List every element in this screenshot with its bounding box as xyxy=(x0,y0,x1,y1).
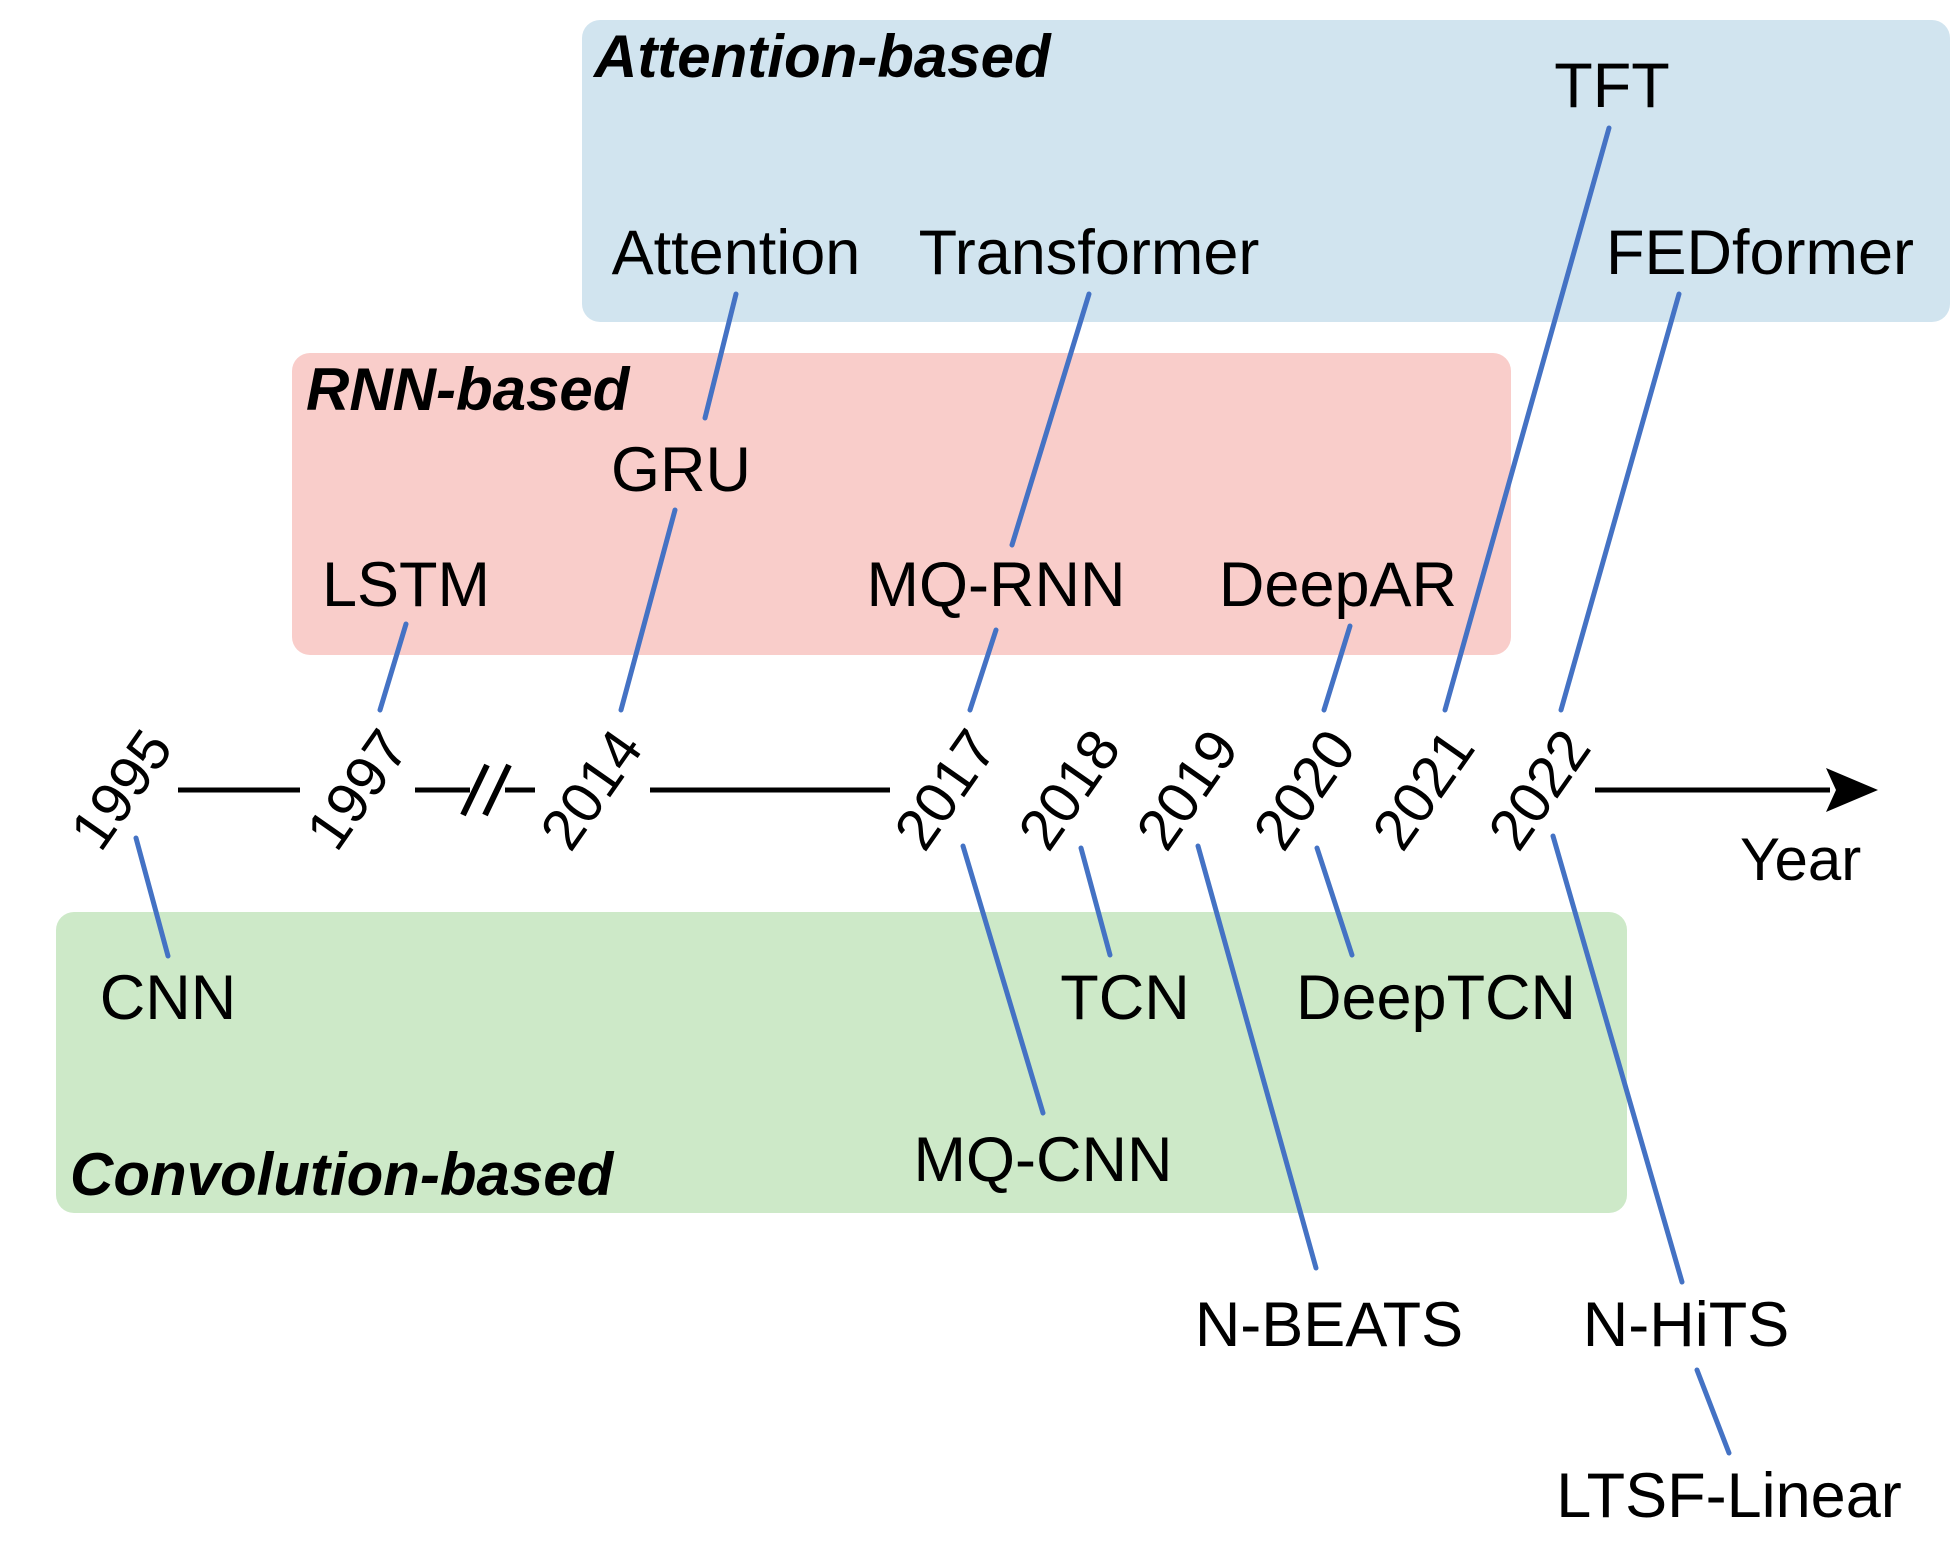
axis-break-mark-1 xyxy=(460,763,490,817)
connector-fedformer xyxy=(1558,291,1682,713)
model-fedformer: FEDformer xyxy=(1605,218,1915,288)
connector-n-beats xyxy=(1195,843,1319,1271)
connector-n-hits xyxy=(1550,833,1685,1285)
attention-based-region xyxy=(582,20,1950,322)
connector-gru xyxy=(618,507,678,713)
year-axis xyxy=(178,763,1878,817)
rnn-based-title: RNN-based xyxy=(306,356,630,423)
model-tft: TFT xyxy=(1554,51,1670,121)
convolution-based-region xyxy=(56,912,1627,1213)
model-lstm: LSTM xyxy=(321,550,491,620)
model-gru: GRU xyxy=(611,435,751,505)
model-deeptcn: DeepTCN xyxy=(1295,963,1577,1033)
model-attention: Attention xyxy=(611,218,861,288)
connector-tft xyxy=(1442,125,1612,713)
connector-transformer xyxy=(1009,291,1092,548)
model-n-hits: N-HiTS xyxy=(1582,1290,1790,1360)
connector-lstm xyxy=(377,621,409,713)
connector-tcn xyxy=(1078,845,1113,958)
connector-ltsf-linear xyxy=(1694,1367,1732,1456)
model-transformer: Transformer xyxy=(918,218,1260,288)
axis-break-mark-2 xyxy=(482,763,512,817)
attention-based-title: Attention-based xyxy=(594,23,1051,90)
convolution-based-title: Convolution-based xyxy=(70,1141,614,1208)
model-ltsf-linear: LTSF-Linear xyxy=(1556,1461,1902,1531)
axis-arrowhead xyxy=(1826,768,1878,812)
connector-mq-rnn xyxy=(967,627,999,713)
model-mq-rnn: MQ-RNN xyxy=(866,550,1126,620)
connector-mq-cnn xyxy=(960,843,1046,1116)
axis-label-year: Year xyxy=(1740,826,1862,893)
model-n-beats: N-BEATS xyxy=(1194,1290,1464,1360)
model-tcn: TCN xyxy=(1060,963,1190,1033)
model-connectors xyxy=(133,125,1732,1456)
rnn-based-region xyxy=(292,353,1511,655)
model-cnn: CNN xyxy=(99,963,237,1033)
connector-deepar xyxy=(1321,623,1353,713)
model-deepar: DeepAR xyxy=(1218,550,1458,620)
model-mq-cnn: MQ-CNN xyxy=(913,1125,1173,1195)
connector-cnn xyxy=(133,835,171,959)
connector-deeptcn xyxy=(1314,845,1355,958)
connector-attention xyxy=(702,291,739,421)
